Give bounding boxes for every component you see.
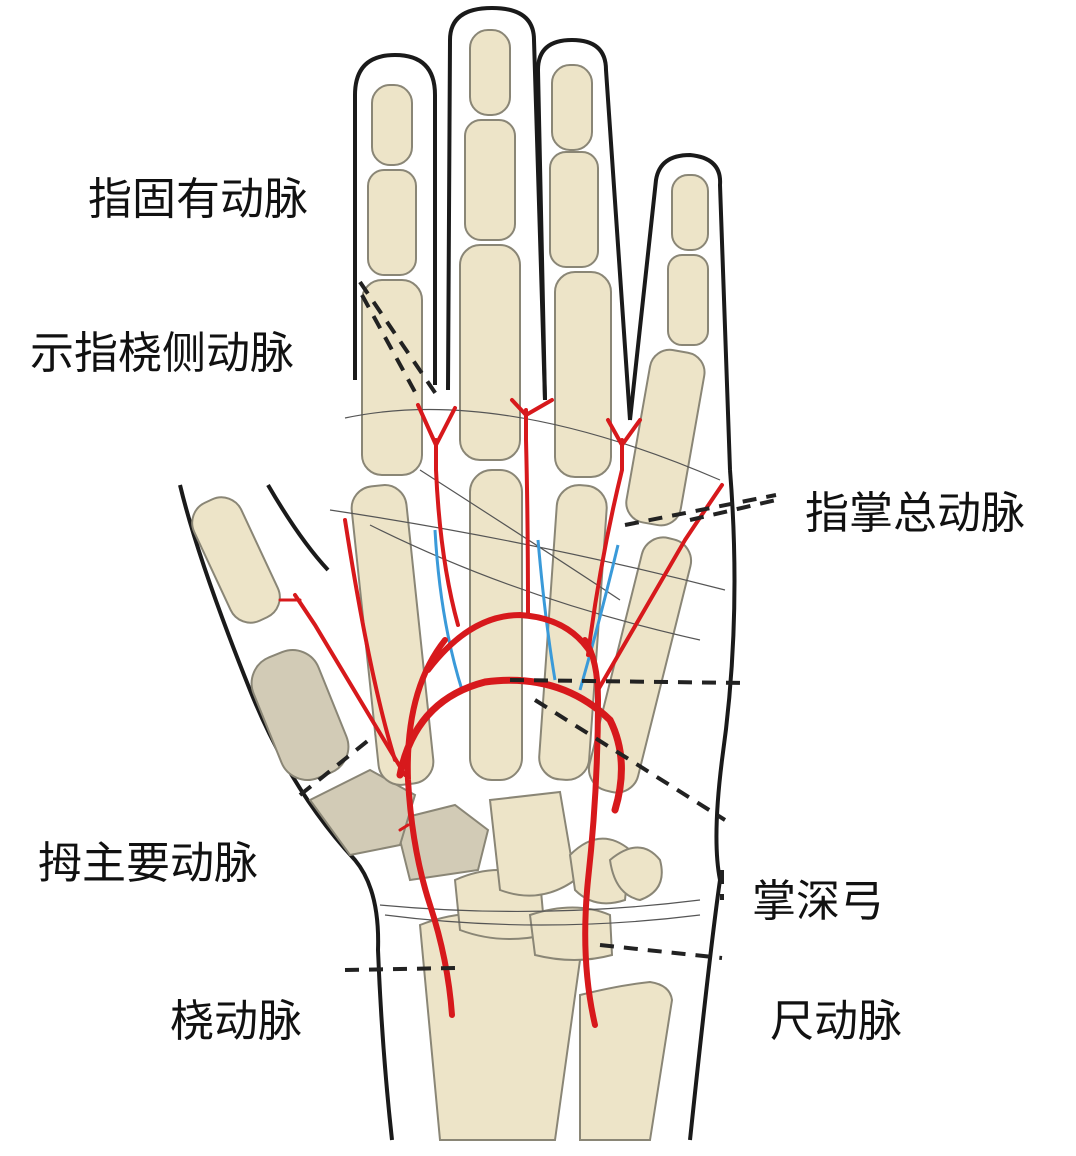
thumb-web-outline [266,483,330,572]
nerves [433,529,620,691]
digital-proper-branches-1 [416,403,457,447]
little-proximal-phalanx [625,348,706,527]
middle-middle-phalanx [464,119,516,241]
ulnar-branch-artery [596,483,724,692]
leader-lines [298,280,777,972]
label-princeps-pollicis-artery: 拇主要动脉 [38,838,258,889]
leader-princeps-pollicis [298,733,377,797]
leader-deep-arch-2 [533,698,727,822]
digital-proper-branches-3 [606,418,642,447]
ulnar-artery [582,637,602,1028]
common-digital-artery-1 [434,438,460,627]
deep-palmar-arch [396,676,625,814]
digital-proper-branches-2 [510,398,554,417]
common-digital-artery-2 [524,408,530,617]
index-metacarpal [350,484,435,786]
leader-ulnar-artery [599,943,723,960]
carpal-scaphoid [528,906,614,961]
label-common-digital-artery: 指掌总动脉 [805,488,1025,539]
middle-proximal-phalanx [459,244,521,461]
ring-distal-phalanx [551,64,593,151]
ring-proximal-phalanx [554,271,612,478]
radialis-indicis-artery [343,518,397,762]
middle-distal-phalanx [469,29,511,116]
hand-outline [178,5,737,1141]
thumb-outline [178,484,394,1141]
ulna-bone [579,980,674,1141]
finger-outline-middle [446,5,547,401]
ring-middle-phalanx [549,151,599,268]
palm-outline-ulnar [688,469,737,1141]
leader-radialis-indicis [360,294,417,393]
common-digital-artery-3 [586,438,624,657]
label-ulnar-artery: 尺动脉 [770,996,902,1047]
label-radial-artery: 桡动脉 [170,996,302,1047]
leader-common-digital [624,493,777,527]
nerve-1 [433,529,464,691]
little-distal-phalanx [671,174,709,251]
leader-radial-artery [344,966,456,972]
radial-artery [404,637,455,1018]
index-middle-phalanx [367,169,417,276]
superficial-palmar-arch [425,611,595,673]
nerve-3 [578,544,620,691]
little-middle-phalanx [667,254,709,346]
carpal-pisiform [608,846,663,902]
finger-outline-index [353,52,437,385]
label-digital-proper-artery: 指固有动脉 [88,174,308,225]
arteries [278,398,724,1028]
carpal-capitate [488,790,577,897]
index-proximal-phalanx [361,279,423,476]
nerve-2 [536,539,557,681]
finger-outline-ring [535,37,632,421]
thumb-distal-phalanx [191,496,281,624]
label-deep-palmar-arch: 掌深弓 [752,876,884,927]
middle-metacarpal [469,469,523,781]
label-radialis-indicis-artery: 示指桡侧动脉 [30,328,294,379]
finger-outline-little [628,152,732,471]
index-distal-phalanx [371,84,413,166]
leader-common-digital-2 [689,498,777,522]
leader-deep-arch-1 [509,678,746,685]
thumb-metacarpal [308,768,417,857]
